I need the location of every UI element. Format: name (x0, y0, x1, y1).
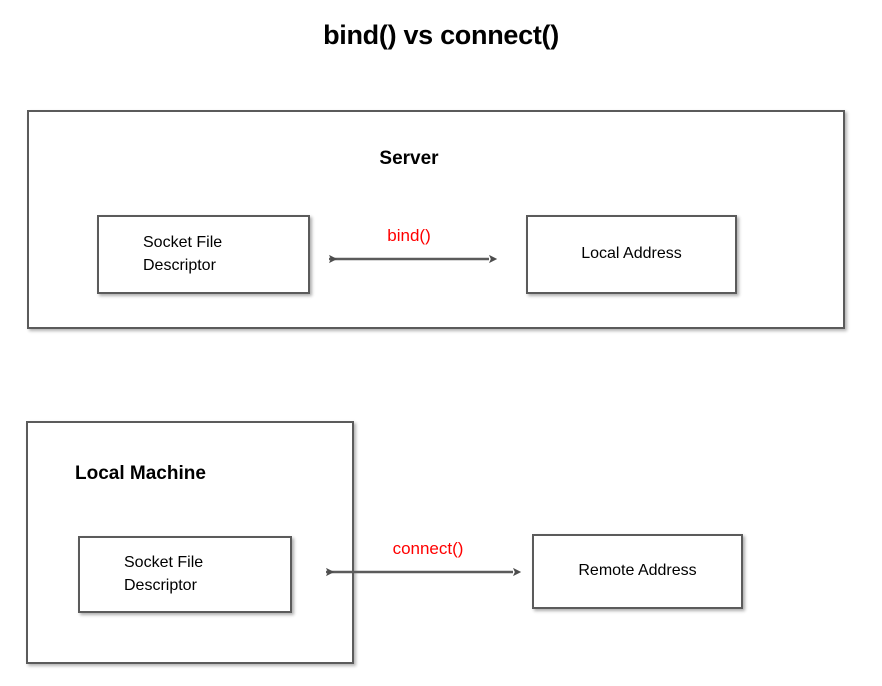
node-label-line: Local Address (581, 245, 682, 263)
local-address-box: Local Address (526, 215, 737, 294)
connect-arrow-label: connect() (392, 539, 464, 558)
bind-arrow (314, 246, 504, 272)
remote-address-box: Remote Address (532, 534, 743, 609)
connect-arrow (312, 559, 528, 585)
node-label-line: Descriptor (124, 576, 197, 594)
server-socket-file-descriptor-box: Socket File Descriptor (97, 215, 310, 294)
node-label-line: Socket File (124, 553, 204, 571)
node-label-line: Socket File (143, 233, 223, 251)
connect-arrow-icon (325, 567, 522, 577)
page-title: bind() vs connect() (323, 20, 559, 50)
local-machine-heading: Local Machine (75, 463, 206, 484)
bind-arrow-icon (328, 254, 498, 264)
bind-arrow-label: bind() (387, 226, 431, 245)
node-label-line: Descriptor (143, 256, 216, 274)
server-heading: Server (379, 148, 439, 169)
node-label-line: Remote Address (578, 562, 697, 580)
client-socket-file-descriptor-box: Socket File Descriptor (78, 536, 292, 613)
